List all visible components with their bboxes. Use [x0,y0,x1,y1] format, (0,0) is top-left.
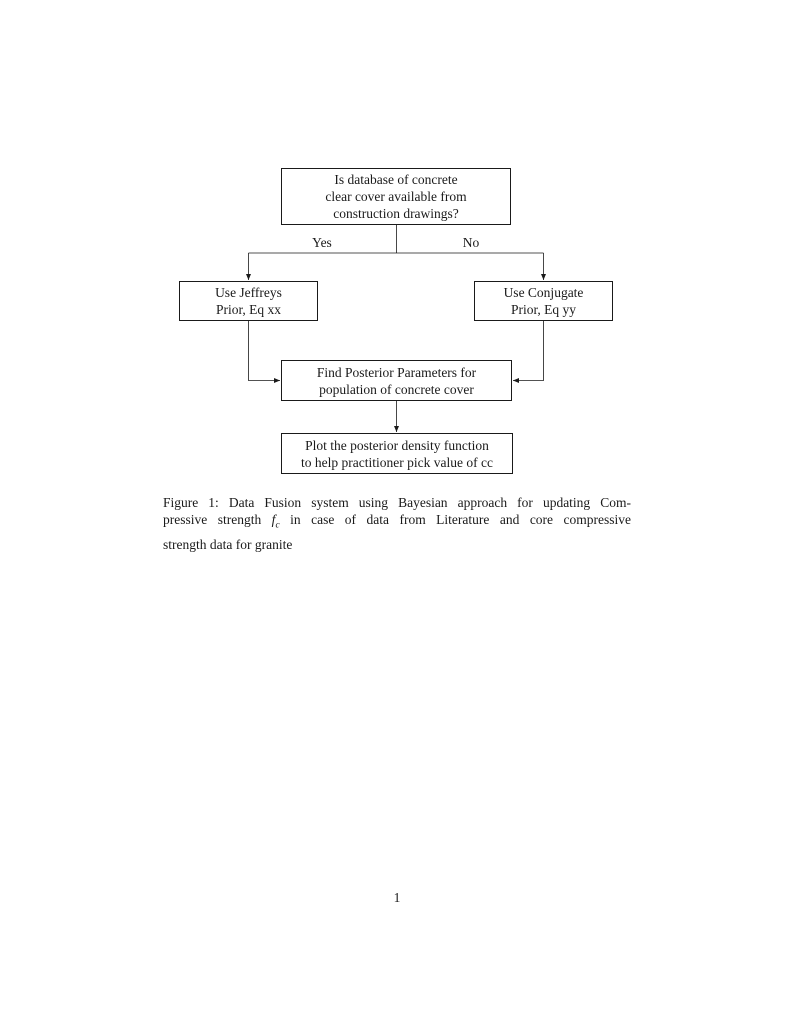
caption-line-2: pressive strength fc in case of data fro… [163,511,631,535]
node-text-line: clear cover available from [325,189,467,204]
node-text-line: Find Posterior Parameters for [316,364,477,380]
node-text-line: construction drawings? [333,206,459,221]
node-text-line: to help practitioner pick value of cc [301,454,493,470]
caption-math-subscript: c [275,521,280,532]
node-text-line: Use Conjugate [503,285,584,300]
caption-line-2-after-math: in case of data from Literature and core… [290,512,631,528]
connector-conjugate-to-posterior [513,321,544,383]
figure-caption: Figure 1: Data Fusion system using Bayes… [163,494,631,553]
branch-label-no: No [462,235,480,250]
caption-line-2-before-math: pressive strength [163,512,262,528]
caption-math-fc: fc [271,512,280,531]
caption-line-1: Figure 1: Data Fusion system using Bayes… [163,495,631,510]
connector-jeffreys-to-posterior [248,321,280,383]
node-text-line: Prior, Eq xx [215,302,282,317]
page-number: 1 [393,890,401,905]
flowchart-node-decision: Is database of concrete clear cover avai… [281,168,511,225]
branch-label-yes: Yes [312,235,332,250]
node-text-line: Use Jeffreys [215,285,282,300]
flowchart-node-posterior-parameters: Find Posterior Parameters for population… [281,360,512,401]
node-text-line: Is database of concrete [334,172,458,187]
node-text-line: population of concrete cover [319,381,474,397]
node-text-line: Plot the posterior density function [305,437,489,453]
caption-line-3: strength data for granite [163,536,293,552]
flowchart-node-conjugate-prior: Use Conjugate Prior, Eq yy [474,281,613,321]
flowchart-node-jeffreys-prior: Use Jeffreys Prior, Eq xx [179,281,318,321]
caption-math-variable: f [271,512,276,528]
flowchart-node-plot-density: Plot the posterior density function to h… [281,433,513,474]
node-text-line: Prior, Eq yy [510,302,577,317]
